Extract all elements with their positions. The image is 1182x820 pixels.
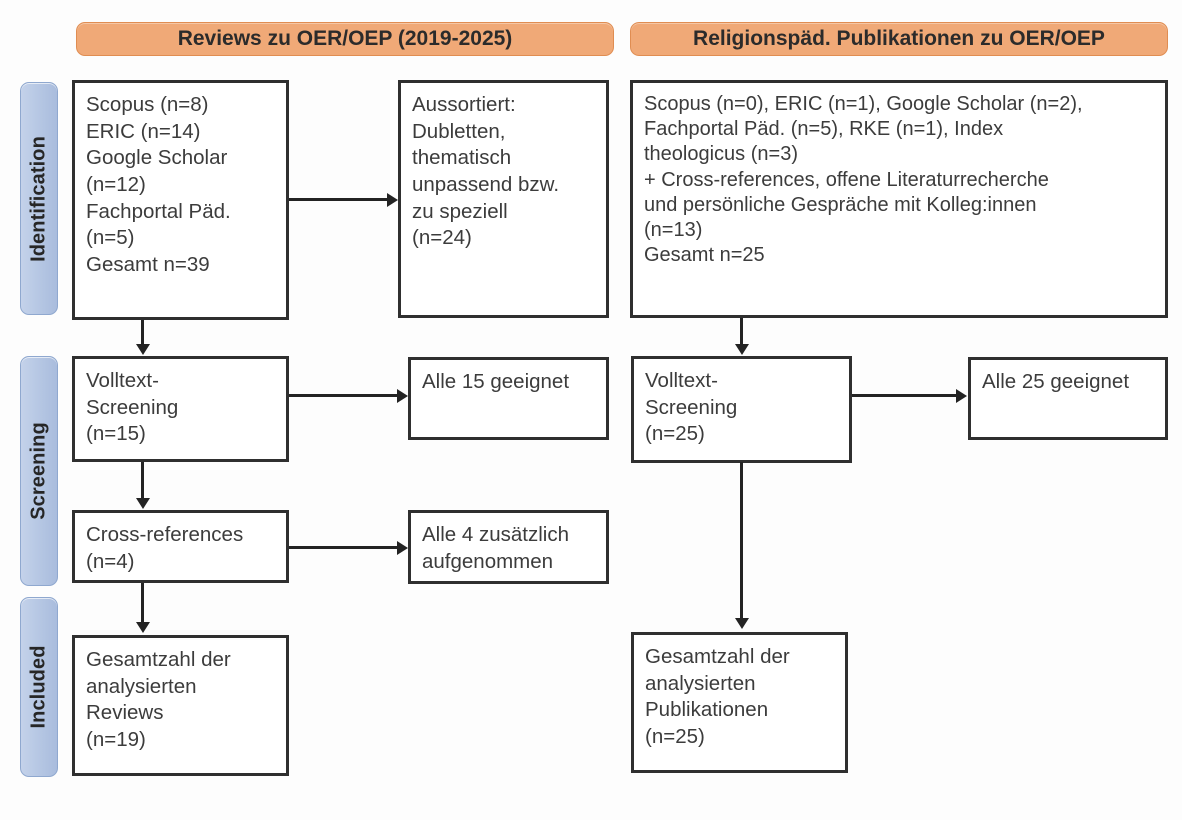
arrowhead-left-crossrefs-to-included (136, 622, 150, 633)
column-header-reviews: Reviews zu OER/OEP (2019-2025) (76, 22, 614, 56)
box-left-all-added: Alle 4 zusätzlich aufgenommen (408, 510, 609, 584)
box-right-fulltext-screening: Volltext- Screening (n=25) (631, 356, 852, 463)
connector-left-sources-to-excluded (289, 198, 387, 201)
box-left-cross-references: Cross-references (n=4) (72, 510, 289, 583)
connector-left-crossrefs-to-added (289, 546, 397, 549)
arrowhead-left-screening-to-suitable (397, 389, 408, 403)
box-left-identification-sources: Scopus (n=8) ERIC (n=14) Google Scholar … (72, 80, 289, 320)
connector-left-sources-to-screening (141, 320, 144, 345)
connector-left-screening-to-suitable (289, 394, 397, 397)
phase-pill-identification: Identification (20, 82, 58, 315)
arrowhead-left-crossrefs-to-added (397, 541, 408, 555)
box-right-included-total: Gesamtzahl der analysierten Publikatione… (631, 632, 848, 773)
box-left-fulltext-screening: Volltext- Screening (n=15) (72, 356, 289, 462)
connector-right-screening-to-suitable (852, 394, 956, 397)
connector-left-screening-to-crossrefs (141, 462, 144, 499)
arrowhead-left-sources-to-screening (136, 344, 150, 355)
column-header-religionspaed: Religionspäd. Publikationen zu OER/OEP (630, 22, 1168, 56)
box-left-all-suitable: Alle 15 geeignet (408, 357, 609, 440)
arrowhead-right-sources-to-screening (735, 344, 749, 355)
connector-right-screening-to-included (740, 462, 743, 619)
phase-label-identification: Identification (27, 135, 50, 262)
phase-pill-included: Included (20, 597, 58, 777)
arrowhead-left-screening-to-crossrefs (136, 498, 150, 509)
arrowhead-left-sources-to-excluded (387, 193, 398, 207)
connector-right-sources-to-screening (740, 318, 743, 345)
box-right-all-suitable: Alle 25 geeignet (968, 357, 1168, 440)
arrowhead-right-screening-to-suitable (956, 389, 967, 403)
phase-pill-screening: Screening (20, 356, 58, 586)
arrowhead-right-screening-to-included (735, 618, 749, 629)
phase-label-screening: Screening (27, 422, 50, 520)
box-right-identification-sources: Scopus (n=0), ERIC (n=1), Google Scholar… (630, 80, 1168, 318)
phase-label-included: Included (27, 645, 50, 729)
box-left-excluded: Aussortiert: Dubletten, thematisch unpas… (398, 80, 609, 318)
connector-left-crossrefs-to-included (141, 583, 144, 623)
box-left-included-total: Gesamtzahl der analysierten Reviews (n=1… (72, 635, 289, 776)
